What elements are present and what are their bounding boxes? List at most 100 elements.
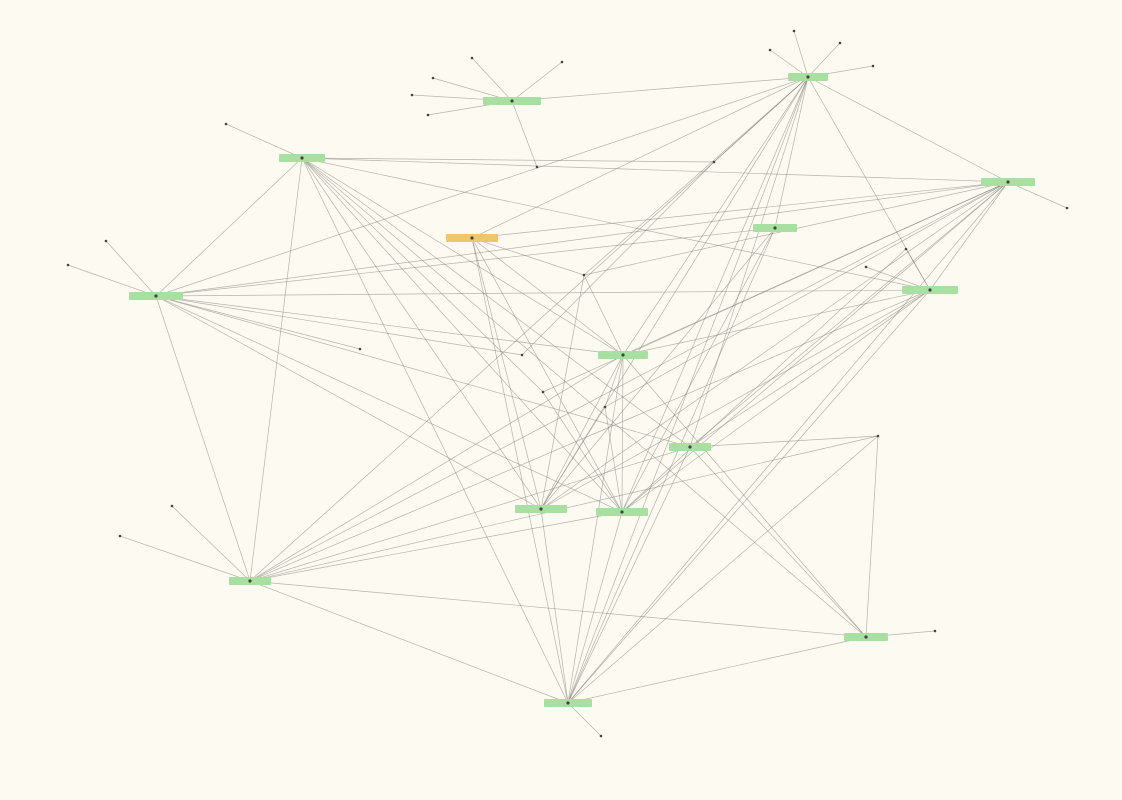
node-dot <box>876 434 880 438</box>
graph-edge <box>155 295 523 356</box>
graph-edge <box>540 508 569 704</box>
graph-edge <box>567 636 867 704</box>
graph-node[interactable] <box>129 292 183 300</box>
graph-node[interactable] <box>224 122 228 126</box>
graph-node[interactable] <box>279 154 325 162</box>
graph-edge <box>301 157 569 704</box>
graph-edge <box>155 295 542 510</box>
graph-edge <box>689 446 867 638</box>
node-dot <box>248 579 252 583</box>
node-dot <box>170 504 174 508</box>
node-dot <box>621 353 625 357</box>
graph-edge <box>155 181 1009 297</box>
graph-edge <box>1007 181 1068 209</box>
graph-node[interactable] <box>902 286 958 294</box>
graph-node[interactable] <box>410 93 414 97</box>
graph-node[interactable] <box>544 699 592 707</box>
graph-edge <box>865 435 879 638</box>
graph-node[interactable] <box>753 224 797 232</box>
graph-edge <box>540 274 585 510</box>
graph-node[interactable] <box>431 76 435 80</box>
graph-edge <box>511 100 538 168</box>
graph-edge <box>540 76 809 510</box>
graph-edge <box>155 295 361 350</box>
graph-edge <box>567 702 602 737</box>
graph-edge <box>621 181 1009 513</box>
graph-node[interactable] <box>535 165 539 169</box>
graph-node[interactable] <box>844 633 888 641</box>
graph-edge <box>105 240 157 297</box>
graph-node[interactable] <box>792 29 796 33</box>
graph-node[interactable] <box>1065 206 1069 210</box>
graph-node[interactable] <box>981 178 1035 186</box>
graph-node[interactable] <box>520 353 524 357</box>
node-dot <box>470 236 474 240</box>
graph-node[interactable] <box>470 56 474 60</box>
graph-node[interactable] <box>864 265 868 269</box>
node-dot <box>154 294 158 298</box>
graph-node[interactable] <box>596 508 648 516</box>
graph-edge <box>567 354 624 704</box>
graph-node[interactable] <box>229 577 271 585</box>
graph-node[interactable] <box>118 534 122 538</box>
node-dot <box>688 445 692 449</box>
graph-edge <box>807 76 931 291</box>
graph-edge <box>621 289 931 513</box>
node-dot <box>520 353 524 357</box>
graph-node[interactable] <box>358 347 362 351</box>
graph-edge <box>225 123 303 159</box>
node-dot <box>66 263 70 267</box>
node-dot <box>300 156 304 160</box>
node-dot <box>603 405 607 409</box>
node-dot <box>539 507 543 511</box>
graph-edge <box>567 289 931 704</box>
graph-node[interactable] <box>712 160 716 164</box>
graph-node[interactable] <box>104 239 108 243</box>
graph-edge <box>301 157 867 638</box>
node-dot <box>599 734 603 738</box>
graph-node[interactable] <box>170 504 174 508</box>
graph-node[interactable] <box>871 64 875 68</box>
graph-edge <box>540 406 606 510</box>
graph-edge <box>774 76 809 229</box>
graph-edge <box>155 295 624 356</box>
graph-node[interactable] <box>933 629 937 633</box>
graph-edge <box>689 181 1009 448</box>
graph-node[interactable] <box>515 505 567 513</box>
graph-edge <box>471 237 623 513</box>
graph-node[interactable] <box>426 113 430 117</box>
node-dot <box>838 41 842 45</box>
node-dot <box>1065 206 1069 210</box>
graph-node[interactable] <box>66 263 70 267</box>
graph-edge <box>471 57 513 102</box>
graph-edge <box>155 295 691 448</box>
node-dot <box>792 29 796 33</box>
graph-edge <box>301 157 691 448</box>
graph-edge <box>249 511 623 582</box>
graph-edge <box>583 274 624 356</box>
node-dot <box>773 226 777 230</box>
node-dot <box>410 93 414 97</box>
graph-node[interactable] <box>598 351 648 359</box>
graph-edge <box>567 181 1009 704</box>
graph-node[interactable] <box>541 390 545 394</box>
graph-node[interactable] <box>446 234 498 242</box>
graph-edge <box>249 157 303 582</box>
graph-node[interactable] <box>599 734 603 738</box>
graph-node[interactable] <box>876 434 880 438</box>
graph-edge <box>155 295 623 513</box>
graph-node[interactable] <box>483 97 541 105</box>
node-dot <box>582 273 586 277</box>
graph-node[interactable] <box>768 48 772 52</box>
node-dot <box>104 239 108 243</box>
graph-node[interactable] <box>904 247 908 251</box>
graph-node[interactable] <box>838 41 842 45</box>
graph-node[interactable] <box>788 73 828 81</box>
graph-edge <box>511 61 563 102</box>
graph-node[interactable] <box>669 443 711 451</box>
graph-node[interactable] <box>582 273 586 277</box>
graph-node[interactable] <box>603 405 607 409</box>
graph-node[interactable] <box>560 60 564 64</box>
node-dot <box>806 75 810 79</box>
node-dot <box>431 76 435 80</box>
